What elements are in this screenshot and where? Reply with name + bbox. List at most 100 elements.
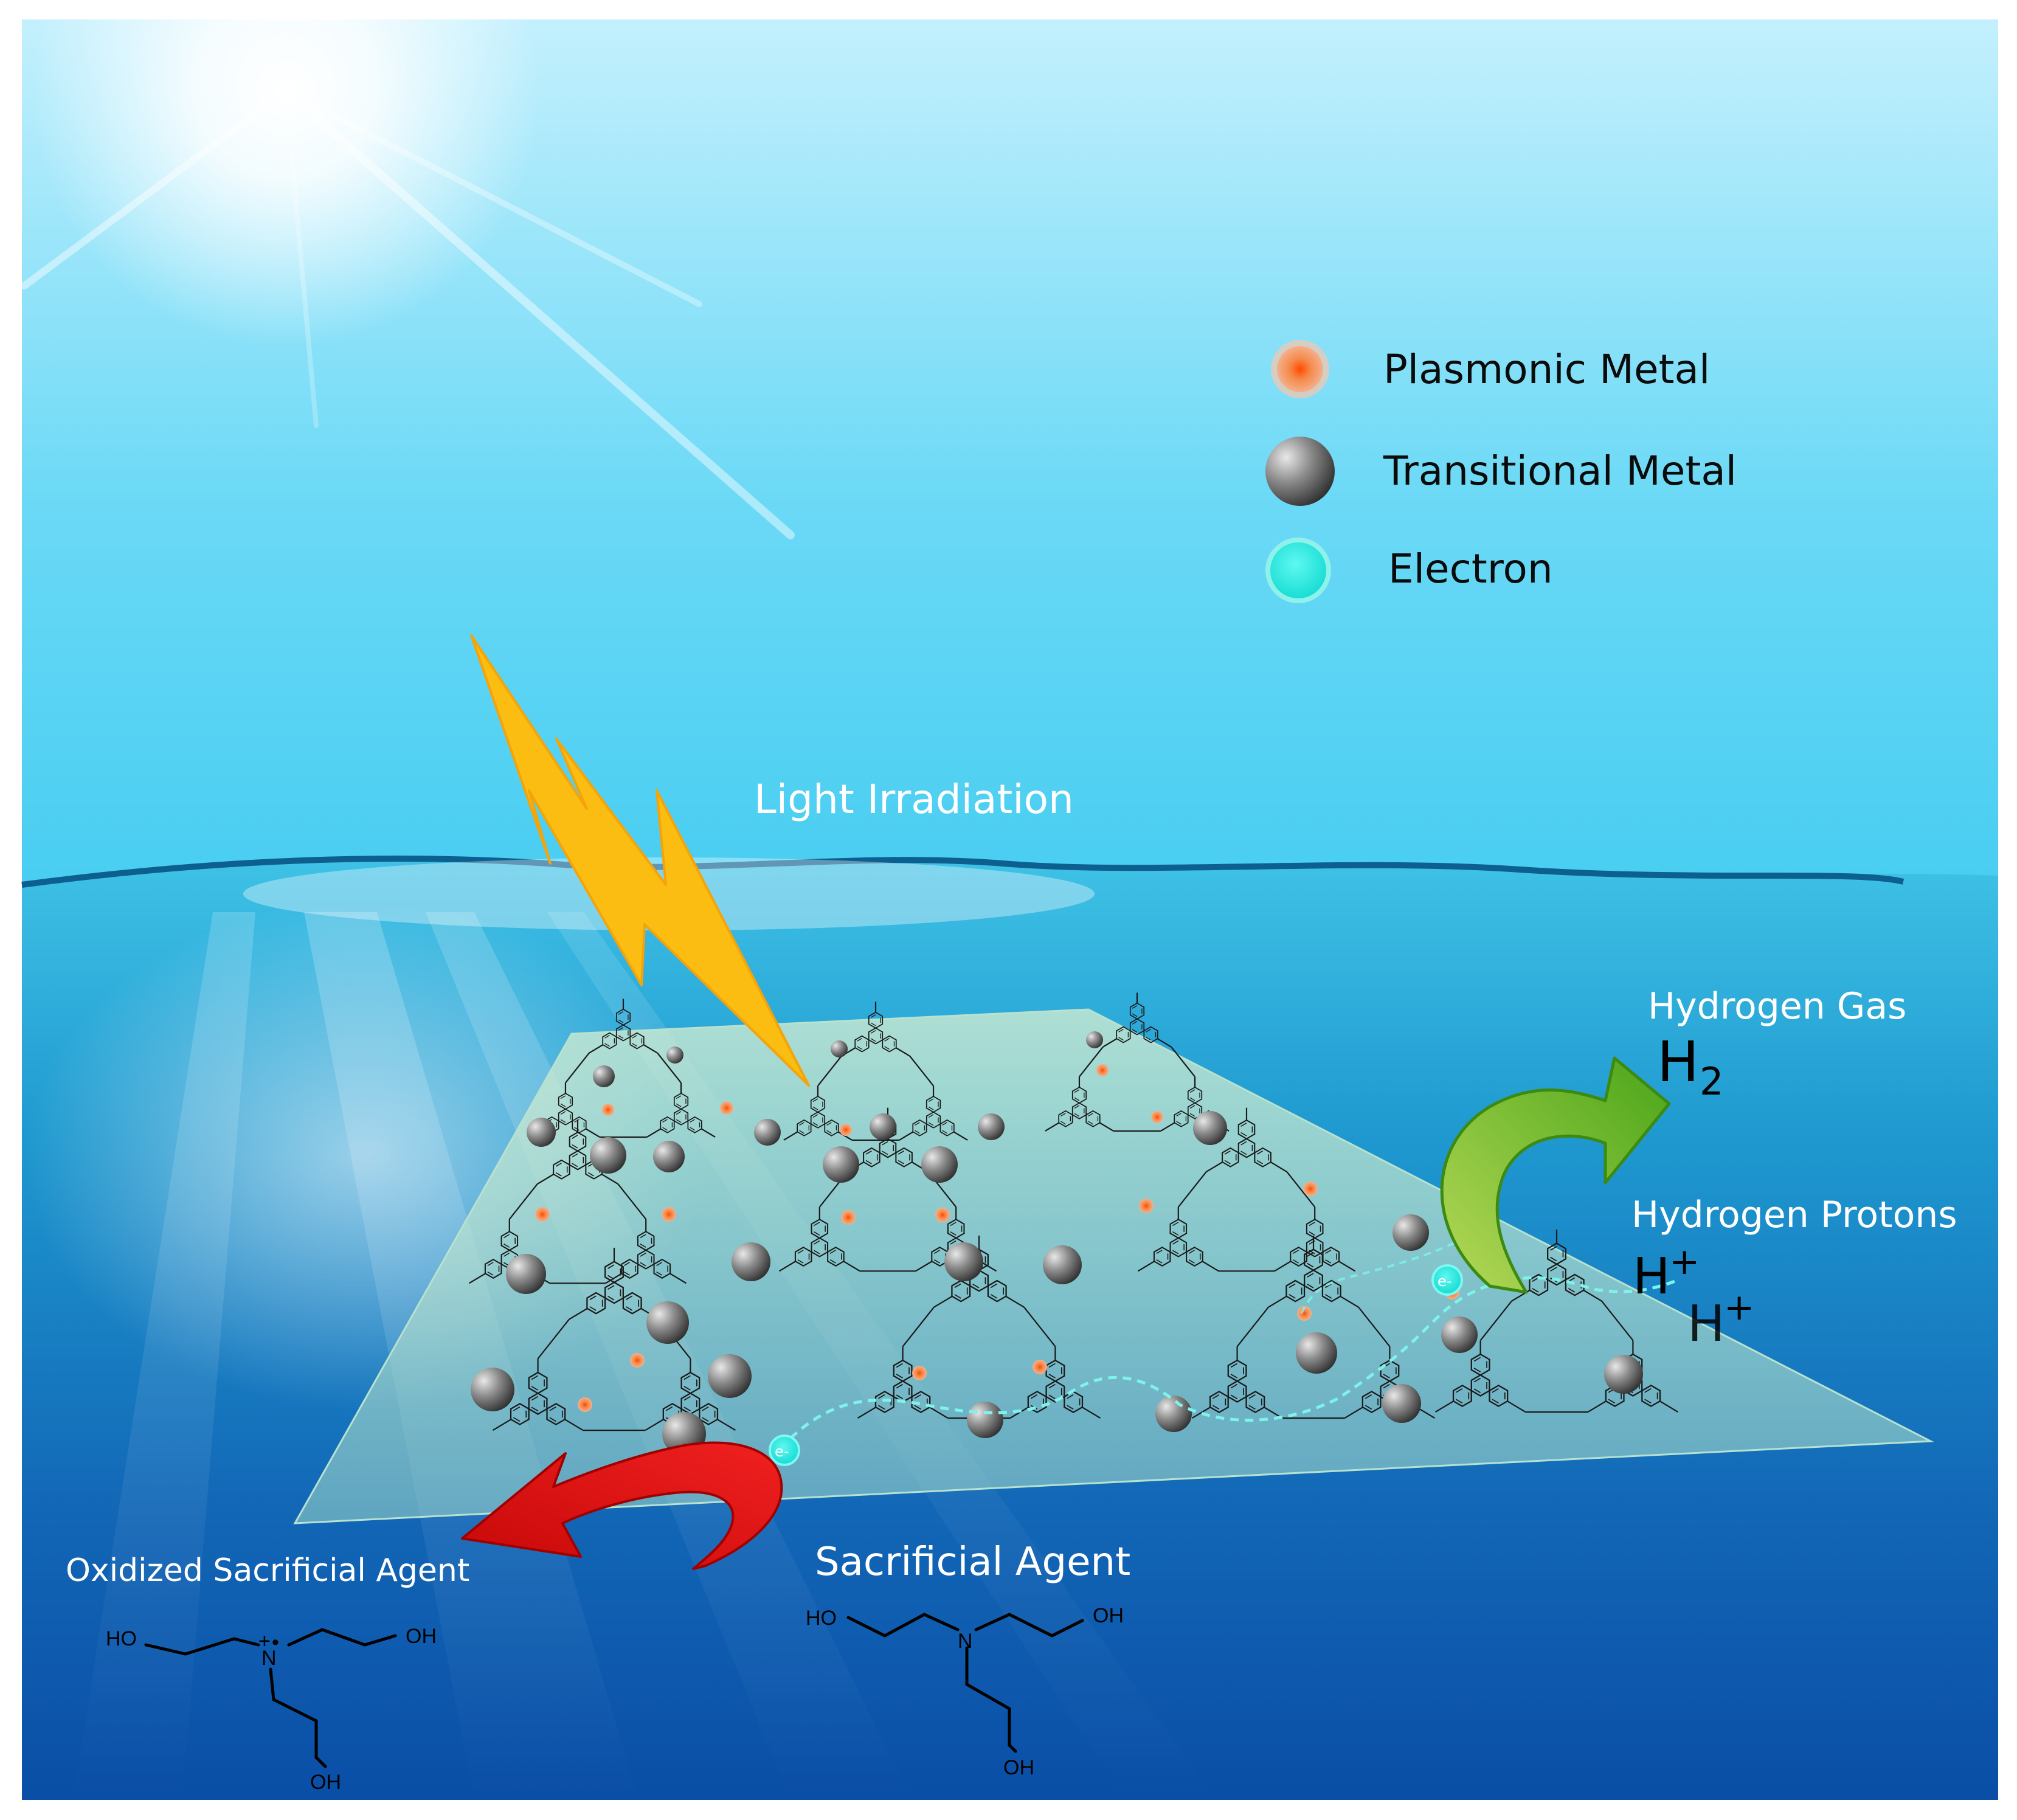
network-bond [646,1128,662,1138]
transition-metal-particle [1086,1031,1103,1048]
transition-metal-particle [1393,1214,1429,1251]
svg-text:e-: e- [1438,1273,1451,1290]
plasmonic-metal-icon [1277,346,1323,392]
network-bond [1137,1261,1155,1272]
plasmonic-metal-site [720,1101,733,1115]
plasmonic-metal-site [1096,1064,1109,1076]
network-bond [902,1307,935,1347]
transition-metal-particle [944,1242,983,1281]
network-bond [1009,1407,1029,1419]
sea-surface-line [21,856,1905,888]
network-bond [1081,1407,1101,1419]
network-bond [895,1047,910,1057]
network-bond [537,1319,570,1359]
transition-metal-particle [1604,1355,1643,1394]
svg-text:e-: e- [775,1443,789,1460]
network-bond [492,1419,512,1431]
network-bond [1191,1407,1211,1419]
transition-metal-particle [921,1146,958,1183]
svg-text:H: H [1633,1248,1670,1306]
network-bond [565,1053,590,1084]
network-bond [1583,1289,1602,1302]
plasmonic-metal-site [1303,1182,1318,1196]
electron-icon [1265,538,1331,603]
transition-metal-particle [1441,1317,1478,1353]
light-irradiation-label: Light Irradiation [754,776,1074,823]
network-bond [508,1183,538,1220]
red-arrow-icon [461,1441,783,1570]
plasmonic-metal-site [1297,1306,1312,1321]
legend-label-transitional: Transitional Metal [1383,448,1737,494]
proton-1: H + [1633,1240,1700,1306]
network-bond [1157,1038,1172,1048]
network-bond [1286,1171,1316,1208]
network-bond [857,1407,877,1419]
transition-metal-particle [754,1119,781,1146]
network-bond [1171,1047,1195,1078]
transition-metal-particle [823,1146,859,1183]
transition-metal-particle [590,1137,626,1174]
network-bond [783,1131,798,1141]
plasmonic-metal-site [912,1366,927,1380]
transition-metal-particle [978,1113,1005,1140]
network-bond [817,1056,842,1087]
oxidized-ho-label: HO [106,1627,137,1650]
sacrificial-ho-label: HO [806,1607,837,1630]
network-bond [915,1261,933,1272]
network-bond [778,1261,796,1272]
transition-metal-particle [653,1141,685,1172]
network-bond [617,1183,647,1220]
plasmonic-metal-site [841,1210,856,1225]
svg-text:H: H [1657,1029,1699,1095]
sacrificial-oh-label-2: OH [1003,1756,1034,1779]
network-bond [933,1295,953,1308]
plasmonic-metal-site [630,1353,645,1368]
legend-item-electron: Electron [1265,538,1553,603]
transition-metal-particle [666,1047,683,1064]
proton-2: H + [1687,1286,1754,1353]
sacrificial-molecule [846,1613,1084,1753]
network-bond [589,1044,604,1054]
transition-metal-particle [1043,1245,1082,1284]
sacrificial-n-label: N [958,1630,973,1653]
network-bond [1507,1400,1526,1413]
network-bond [1005,1295,1025,1308]
transition-metal-particle [471,1368,514,1411]
svg-text:2: 2 [1700,1059,1723,1104]
network-bond [1079,1047,1104,1078]
plasmonic-metal-site [1033,1360,1047,1374]
plasmonic-metal-site [578,1397,592,1412]
network-bond [605,1273,623,1284]
sacrificial-agent-label: Sacrificial Agent [815,1540,1130,1585]
network-bond [1045,1122,1060,1132]
catalyst-sheet [293,1008,1934,1524]
sun-rays [21,87,795,539]
lightning-bolt-icon [470,634,810,1087]
network-bond [1601,1301,1634,1341]
hydrogen-protons-label: Hydrogen Protons [1631,1194,1957,1236]
network-bond [1236,1307,1269,1347]
network-bond [564,1419,584,1431]
network-bond [899,1131,914,1141]
oxidized-radical-label: • [272,1631,279,1654]
network-bond [837,1131,853,1141]
hydrogen-gas-label: Hydrogen Gas [1648,985,1906,1028]
transition-metal-particle [831,1040,848,1057]
electron-path-lower [789,1276,1679,1439]
oxidized-agent-label: Oxidized Sacrificial Agent [66,1552,469,1589]
network-bond [1340,1295,1359,1308]
transition-metal-particle [1193,1111,1227,1145]
transition-metal-particle [870,1113,896,1140]
plasmonic-metal-site [602,1104,614,1116]
transition-metal-particle [527,1118,556,1147]
sacrificial-oh-label-1: OH [1093,1604,1124,1627]
transition-metal-particle [1155,1396,1192,1432]
plasmonic-metal-site [1151,1111,1163,1123]
electron-upper: e- [1431,1264,1463,1296]
network-bond [569,1307,588,1320]
network-bond [645,1419,664,1431]
transition-metal-icon [1265,437,1335,506]
network-bond [929,1407,949,1419]
svg-text:+: + [1724,1286,1754,1329]
network-bond [1434,1400,1455,1413]
